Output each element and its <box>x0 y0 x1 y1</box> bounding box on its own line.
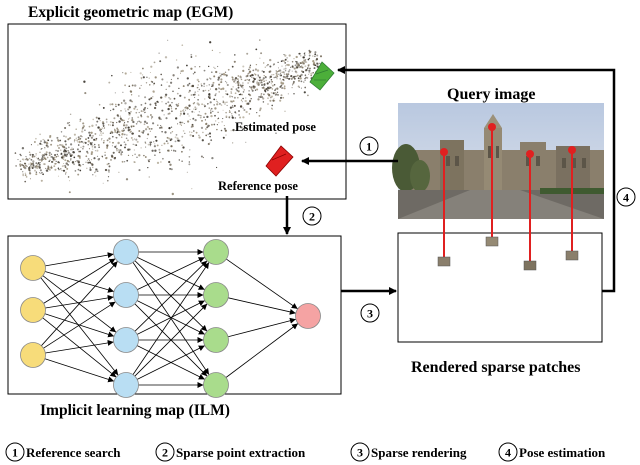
network-edge <box>228 297 296 315</box>
network-edge <box>227 317 297 338</box>
svg-text:4: 4 <box>505 446 511 460</box>
estimated-pose-camera-icon <box>309 61 335 91</box>
network-edge <box>40 277 119 376</box>
network-edge <box>225 323 299 378</box>
hidden-node <box>203 372 229 398</box>
patches-title: Rendered sparse patches <box>411 359 580 376</box>
hidden-node <box>203 327 229 353</box>
network-edge <box>134 260 208 332</box>
network-edge <box>132 262 210 375</box>
step-marker-2: 2 <box>302 206 322 226</box>
network-edge <box>43 258 116 304</box>
network-edge <box>44 358 115 383</box>
patch <box>437 256 451 267</box>
network-edge <box>134 303 208 377</box>
hidden-node <box>113 327 139 353</box>
legend: 1 Reference search 2 Sparse point extrac… <box>5 442 606 462</box>
legend-item-sparse-rendering: 3 Sparse rendering <box>350 442 467 462</box>
input-node <box>20 342 46 368</box>
network-nodes <box>20 239 321 398</box>
hidden-node <box>113 372 139 398</box>
reference-pose-camera-icon <box>265 145 294 177</box>
ilm-panel <box>7 235 342 395</box>
keypoint <box>488 123 496 131</box>
svg-text:2: 2 <box>162 446 168 460</box>
patch <box>523 260 537 271</box>
egm-panel <box>7 23 347 200</box>
keypoint-correspondences <box>440 123 576 262</box>
network-edge <box>226 258 298 310</box>
network-edge <box>137 257 205 290</box>
reference-pose-label: Reference pose <box>218 179 298 193</box>
hidden-node <box>113 239 139 265</box>
network-edge <box>43 301 116 349</box>
ilm-title: Implicit learning map (ILM) <box>40 402 230 419</box>
hidden-node <box>113 282 139 308</box>
network-edge <box>45 252 114 267</box>
svg-text:1: 1 <box>366 140 372 154</box>
svg-text:Pose estimation: Pose estimation <box>519 445 606 460</box>
network-edge <box>44 271 115 293</box>
svg-text:3: 3 <box>367 307 373 321</box>
keypoint <box>568 146 576 154</box>
svg-text:1: 1 <box>12 446 18 460</box>
network-edge <box>137 345 205 380</box>
network-edge <box>45 339 114 354</box>
svg-text:2: 2 <box>309 210 315 224</box>
svg-text:Sparse rendering: Sparse rendering <box>371 445 467 460</box>
step-marker-4: 4 <box>616 187 636 207</box>
svg-text:Reference search: Reference search <box>26 445 121 460</box>
hidden-node <box>203 282 229 308</box>
sparse-patches <box>437 236 579 271</box>
step-marker-3: 3 <box>360 303 380 323</box>
network-edges <box>40 249 299 388</box>
query-title: Query image <box>447 86 535 103</box>
hidden-node <box>203 239 229 265</box>
keypoint <box>526 150 534 158</box>
input-node <box>20 297 46 323</box>
input-node <box>20 255 46 281</box>
network-edge <box>45 294 114 309</box>
network-edge <box>137 300 205 335</box>
output-node <box>295 303 321 329</box>
point-cloud <box>14 39 329 196</box>
estimated-pose-label: Estimated pose <box>235 120 316 134</box>
legend-item-pose-estimation: 4 Pose estimation <box>498 442 606 462</box>
egm-title: Explicit geometric map (EGM) <box>28 4 233 21</box>
svg-text:4: 4 <box>623 191 629 205</box>
svg-text:3: 3 <box>357 446 363 460</box>
patch <box>485 236 499 247</box>
legend-item-sparse-point-extraction: 2 Sparse point extraction <box>155 442 306 462</box>
step-marker-1: 1 <box>359 136 379 156</box>
patch <box>565 250 579 261</box>
network-edge <box>41 261 118 346</box>
svg-text:Sparse point extraction: Sparse point extraction <box>176 445 306 460</box>
keypoint <box>440 148 448 156</box>
arrow-pose-estimation <box>337 66 616 293</box>
legend-item-reference-search: 1 Reference search <box>5 442 121 462</box>
